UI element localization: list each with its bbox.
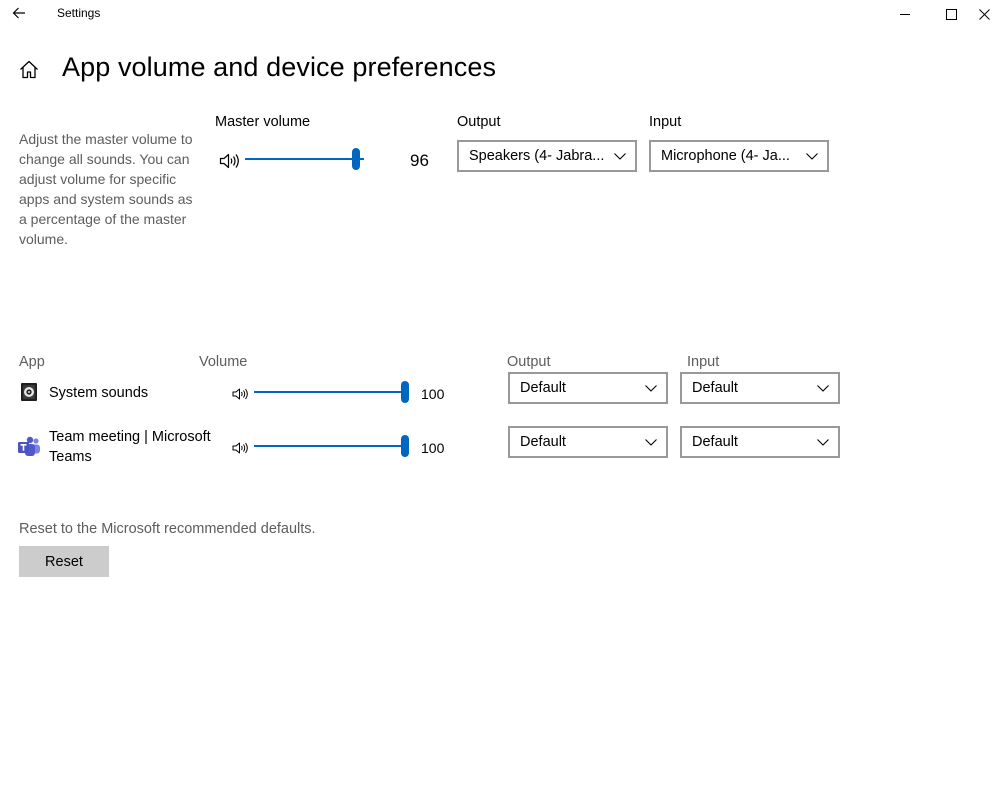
- chevron-down-icon: [816, 383, 830, 393]
- minimize-icon: [900, 14, 910, 15]
- slider-track: [245, 158, 364, 160]
- chevron-down-icon: [644, 383, 658, 393]
- slider-track: [254, 445, 409, 447]
- app-output-value: Default: [520, 434, 566, 450]
- close-button[interactable]: [972, 0, 996, 28]
- app-volume-slider[interactable]: [254, 434, 409, 458]
- window-title: Settings: [57, 6, 101, 20]
- minimize-button[interactable]: [882, 0, 928, 28]
- back-button[interactable]: [6, 2, 32, 24]
- app-output-dropdown[interactable]: Default: [508, 372, 668, 404]
- microsoft-teams-icon: [17, 436, 41, 458]
- slider-thumb[interactable]: [351, 148, 360, 170]
- master-volume-label: Master volume: [215, 114, 311, 130]
- chevron-down-icon: [613, 151, 627, 161]
- master-volume-slider[interactable]: [245, 147, 364, 171]
- app-output-value: Default: [520, 380, 566, 396]
- reset-description: Reset to the Microsoft recommended defau…: [19, 521, 316, 537]
- speaker-icon[interactable]: [232, 441, 250, 455]
- app-input-dropdown[interactable]: Default: [680, 426, 840, 458]
- input-column-header: Input: [687, 354, 720, 370]
- home-icon: [20, 60, 38, 78]
- page-title: App volume and device preferences: [62, 52, 497, 82]
- app-volume-slider[interactable]: [254, 380, 409, 404]
- home-button[interactable]: [17, 58, 41, 80]
- slider-track: [254, 391, 409, 393]
- app-volume-value: 100: [421, 440, 445, 456]
- output-label: Output: [457, 114, 501, 130]
- chevron-down-icon: [644, 437, 658, 447]
- speaker-icon[interactable]: [219, 152, 241, 170]
- input-device-value: Microphone (4- Ja...: [661, 148, 790, 164]
- slider-thumb[interactable]: [401, 435, 409, 457]
- app-column-header: App: [19, 354, 45, 370]
- app-output-dropdown[interactable]: Default: [508, 426, 668, 458]
- app-input-value: Default: [692, 434, 738, 450]
- input-device-dropdown[interactable]: Microphone (4- Ja...: [649, 140, 829, 172]
- close-icon: [978, 8, 990, 20]
- output-device-value: Speakers (4- Jabra...: [469, 148, 605, 164]
- output-device-dropdown[interactable]: Speakers (4- Jabra...: [457, 140, 637, 172]
- title-bar: Settings: [0, 0, 996, 28]
- slider-thumb[interactable]: [401, 381, 409, 403]
- chevron-down-icon: [805, 151, 819, 161]
- app-name: System sounds: [49, 385, 149, 401]
- speaker-icon[interactable]: [232, 387, 250, 401]
- app-input-dropdown[interactable]: Default: [680, 372, 840, 404]
- maximize-button[interactable]: [928, 0, 974, 28]
- output-column-header: Output: [507, 354, 551, 370]
- master-volume-value: 96: [410, 151, 429, 170]
- volume-column-header: Volume: [199, 354, 248, 370]
- maximize-icon: [945, 8, 957, 20]
- page-description: Adjust the master volume to change all s…: [19, 131, 193, 247]
- back-arrow-icon: [12, 7, 25, 19]
- app-name: Team meeting | Microsoft Teams: [49, 429, 211, 465]
- reset-button[interactable]: Reset: [19, 546, 109, 577]
- chevron-down-icon: [816, 437, 830, 447]
- app-input-value: Default: [692, 380, 738, 396]
- system-sounds-icon: [19, 382, 39, 402]
- app-volume-value: 100: [421, 386, 445, 402]
- input-label: Input: [649, 114, 682, 130]
